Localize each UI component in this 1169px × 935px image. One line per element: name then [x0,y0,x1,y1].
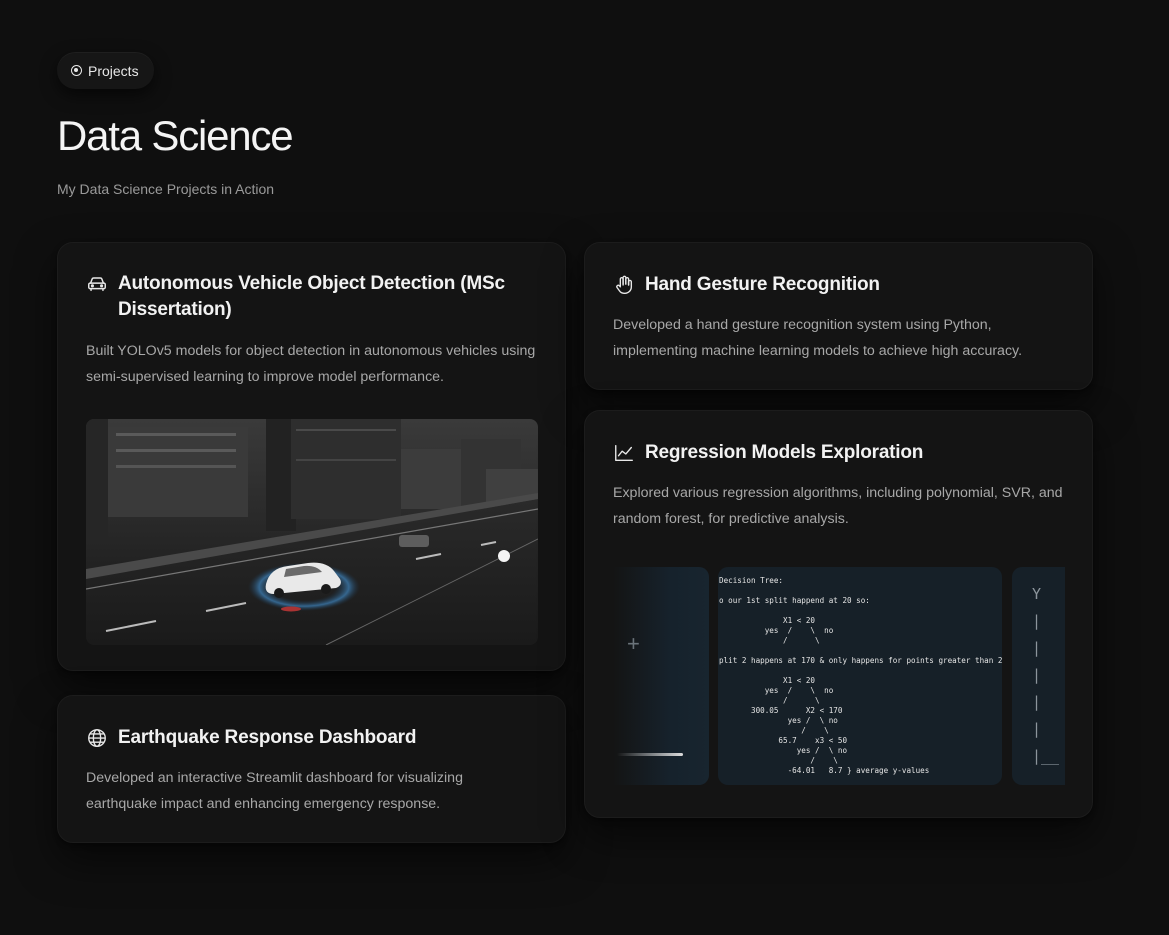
car-icon [88,277,106,292]
project-title: Hand Gesture Recognition [645,274,880,295]
code-line: / \ [719,726,829,735]
code-line: yes / \ no [719,716,838,725]
code-line [719,646,1002,656]
decision-tree-code-slide: Decision Tree: o our 1st split happend a… [718,567,1002,785]
code-line: / \ [719,636,820,645]
carousel-slide-previous: + [613,567,709,785]
projects-badge: Projects [57,52,154,89]
code-line: / \ [719,756,838,765]
project-card-hand-gesture[interactable]: Hand Gesture Recognition Developed a han… [584,242,1093,390]
code-line: plit 2 happens at 170 & only happens for… [719,656,1002,665]
code-line: yes / \ no [719,746,848,755]
carousel-slide-next: Y | | | | | |__ [1012,567,1065,785]
code-line [719,586,1002,596]
code-line: 65.7 x3 < 50 [719,736,848,745]
badge-label: Projects [88,62,139,79]
code-line: X1 < 20 [719,616,816,625]
section-title: Data Science [57,112,294,159]
code-line: yes / \ no [719,626,834,635]
project-description: Developed a hand gesture recognition sys… [613,317,1023,359]
plus-icon: + [627,631,640,656]
project-card-regression-models[interactable]: Regression Models Exploration Explored v… [584,410,1093,818]
project-description: Developed an interactive Streamlit dashb… [86,770,463,812]
hand-icon [616,275,633,294]
project-description: Explored various regression algorithms, … [613,485,1063,527]
line-chart-icon [615,444,633,462]
progress-line [617,753,683,756]
autonomous-car-image [86,419,538,645]
globe-icon [88,729,106,747]
code-line [719,666,1002,676]
code-line: yes / \ no [719,686,834,695]
code-line: o our 1st split happend at 20 so: [719,596,870,605]
code-line: X1 < 20 [719,676,816,685]
code-line: Decision Tree: [719,576,784,585]
project-description: Built YOLOv5 models for object detection… [86,343,536,385]
radio-dot-icon [71,65,82,76]
code-image-carousel[interactable]: + Decision Tree: o our 1st split happend… [613,567,1065,785]
code-line: 300.05 X2 < 170 [719,706,843,715]
code-line: -64.01 8.7 } average y-values [719,766,930,775]
code-line [719,606,1002,616]
project-title: Earthquake Response Dashboard [118,727,417,748]
project-title: Regression Models Exploration [645,442,924,463]
code-line: / \ [719,696,820,705]
project-card-earthquake-dashboard[interactable]: Earthquake Response Dashboard Developed … [57,695,566,843]
section-subtitle: My Data Science Projects in Action [57,181,275,197]
project-card-autonomous-vehicle[interactable]: Autonomous Vehicle Object Detection (MSc… [57,242,566,671]
project-title: Autonomous Vehicle Object Detection (MSc… [118,273,505,320]
